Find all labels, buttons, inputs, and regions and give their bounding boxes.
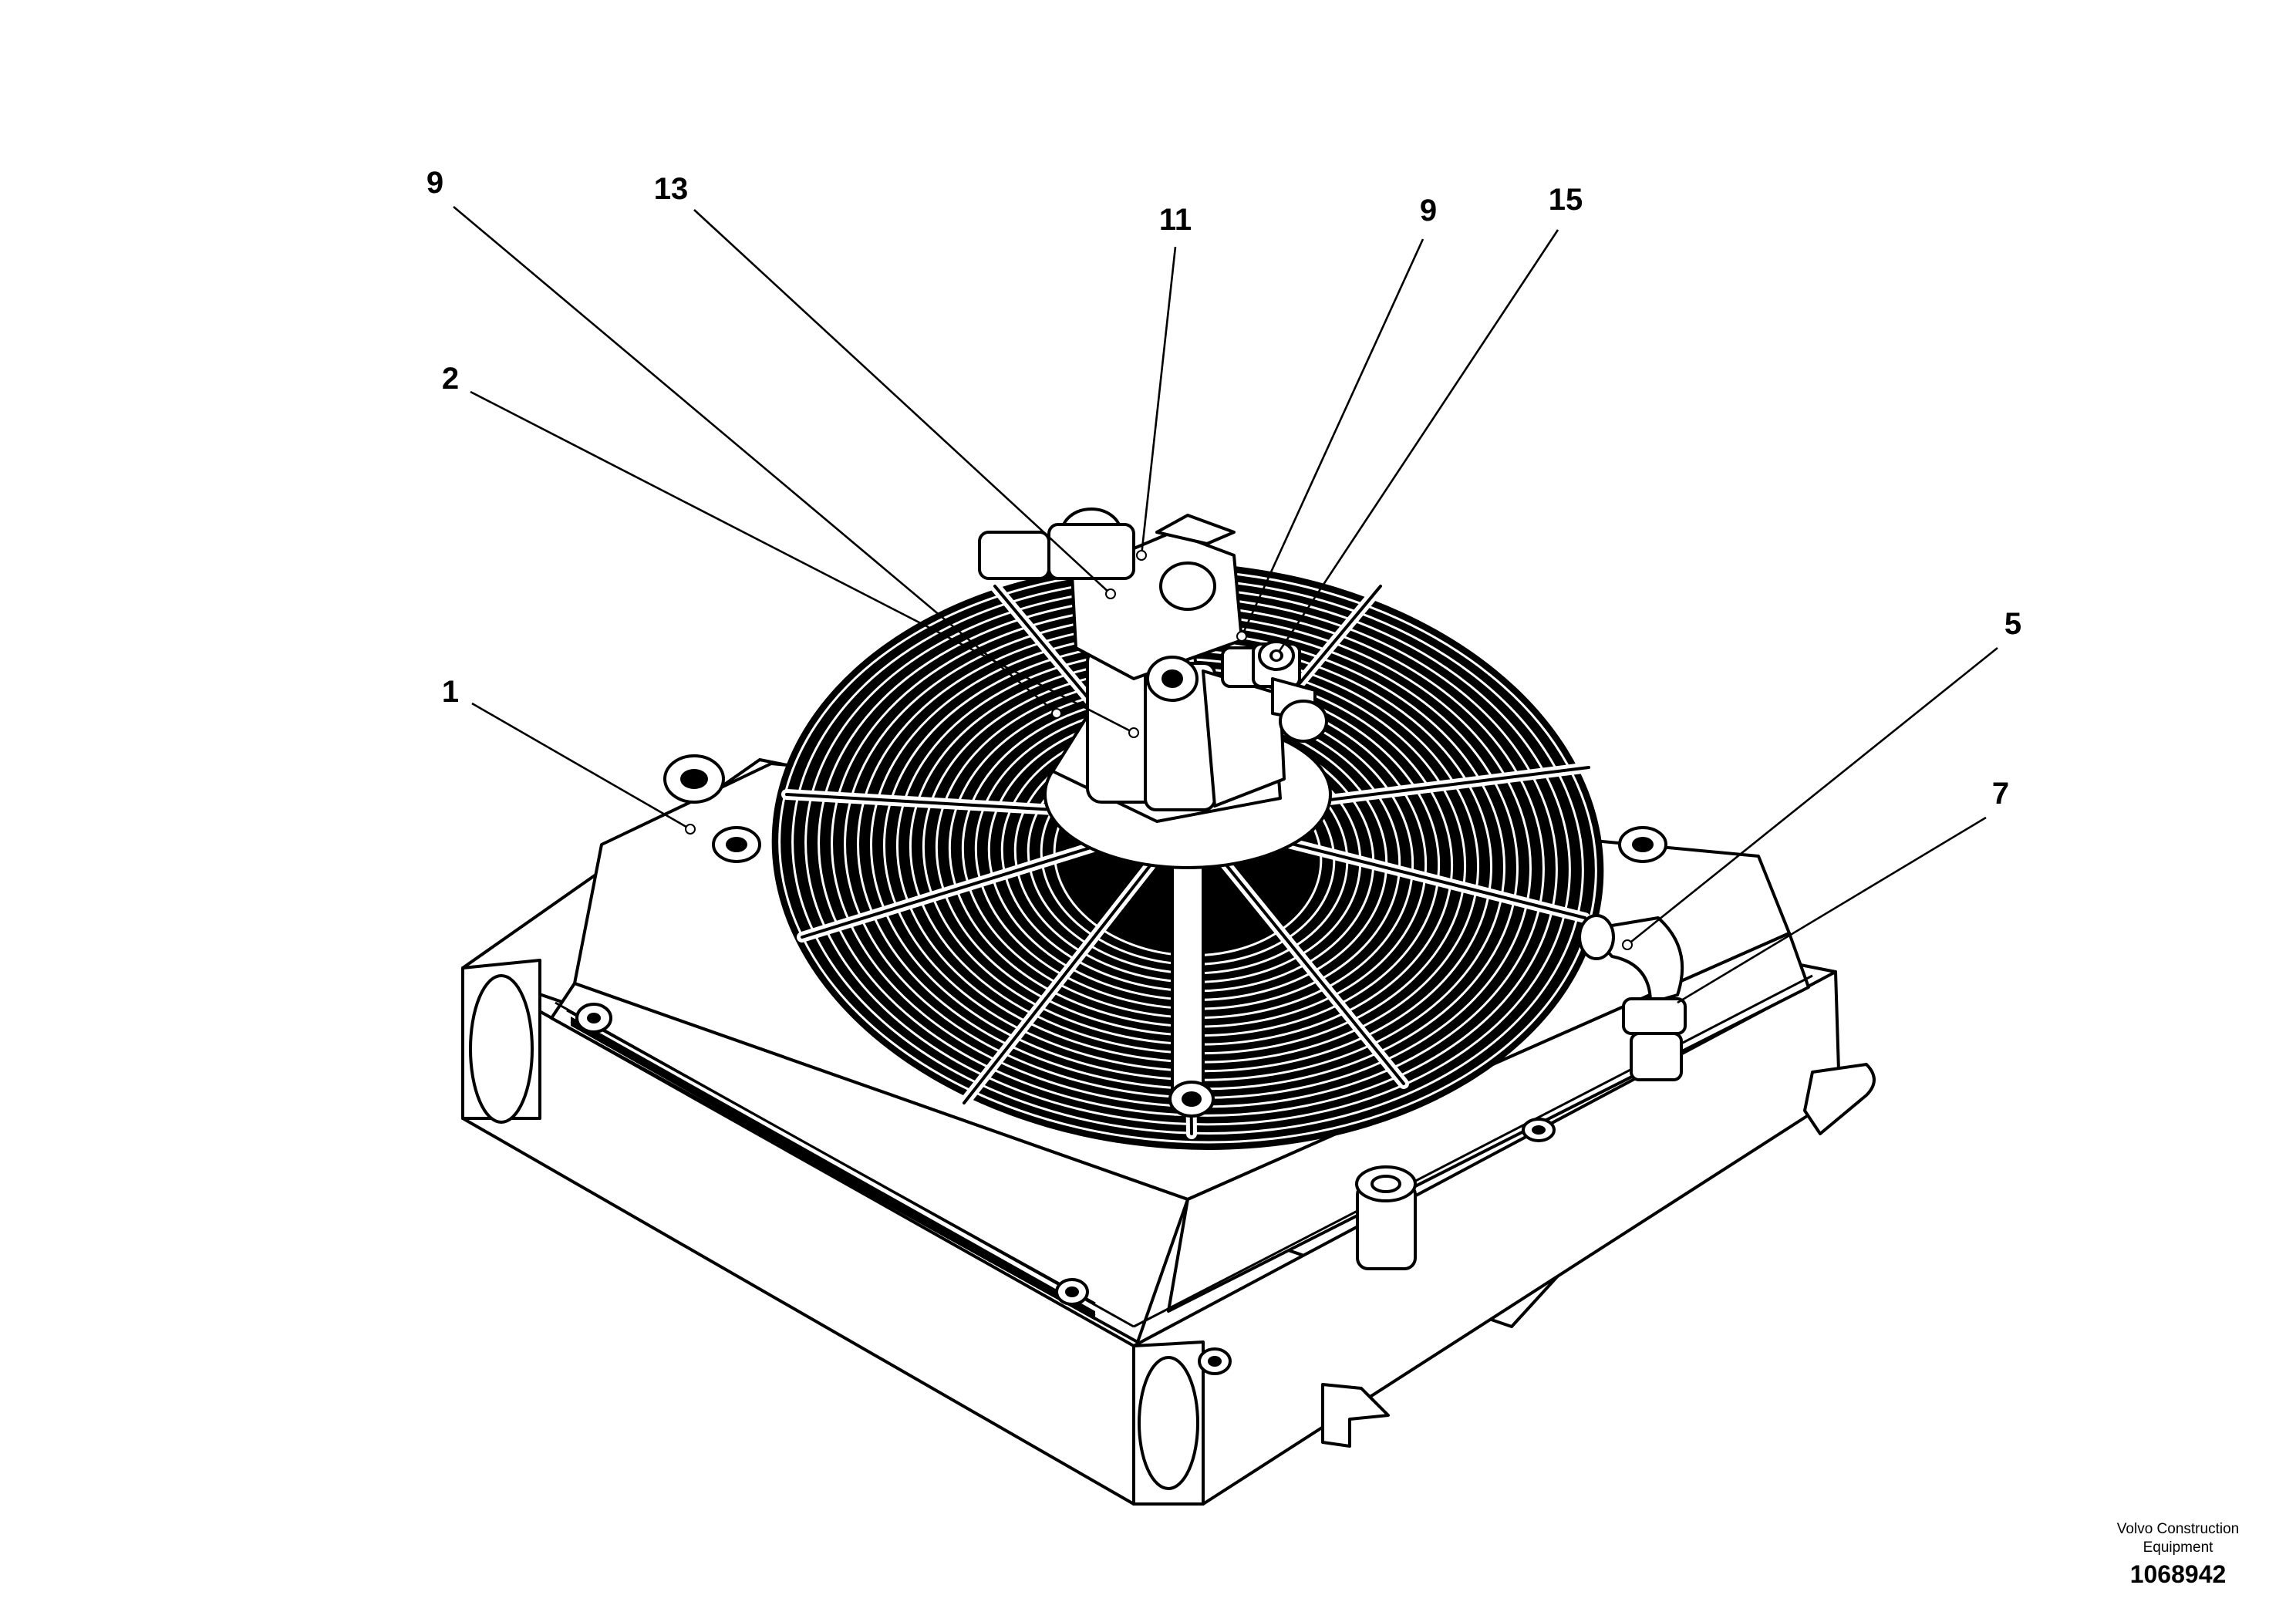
- leader-9-right: [1240, 238, 1424, 637]
- stamp-brand-line1: Volvo Construction: [2117, 1521, 2239, 1537]
- stamp-brand-line2: Equipment: [2143, 1539, 2214, 1556]
- port-fittings: [575, 914, 1876, 1448]
- callout-5: 5: [2004, 607, 2021, 641]
- callout-11: 11: [1159, 203, 1192, 237]
- leader-11: [1140, 246, 1177, 556]
- callout-9-left: 9: [426, 166, 443, 200]
- drawing-number: 1068942: [2130, 1560, 2227, 1588]
- hydraulic-motor-valve: [978, 508, 1328, 823]
- leader-2: [470, 390, 1135, 734]
- callout-labels: 9 13 11 9 15 2 1 5 7: [426, 166, 2021, 1004]
- callout-15: 15: [1549, 183, 1583, 217]
- leader-9-left: [453, 206, 1057, 714]
- callout-2: 2: [442, 362, 459, 396]
- callout-1: 1: [442, 675, 459, 709]
- leader-13: [693, 209, 1111, 595]
- leader-5: [1627, 646, 1998, 946]
- callout-7: 7: [1992, 777, 2009, 811]
- leader-1: [471, 702, 691, 831]
- callout-13: 13: [654, 172, 689, 206]
- callout-9-right: 9: [1420, 194, 1437, 228]
- leader-15: [1275, 229, 1559, 656]
- leader-7: [1677, 816, 1987, 1004]
- manufacturer-stamp: Volvo Construction Equipment 1068942: [2117, 1521, 2239, 1588]
